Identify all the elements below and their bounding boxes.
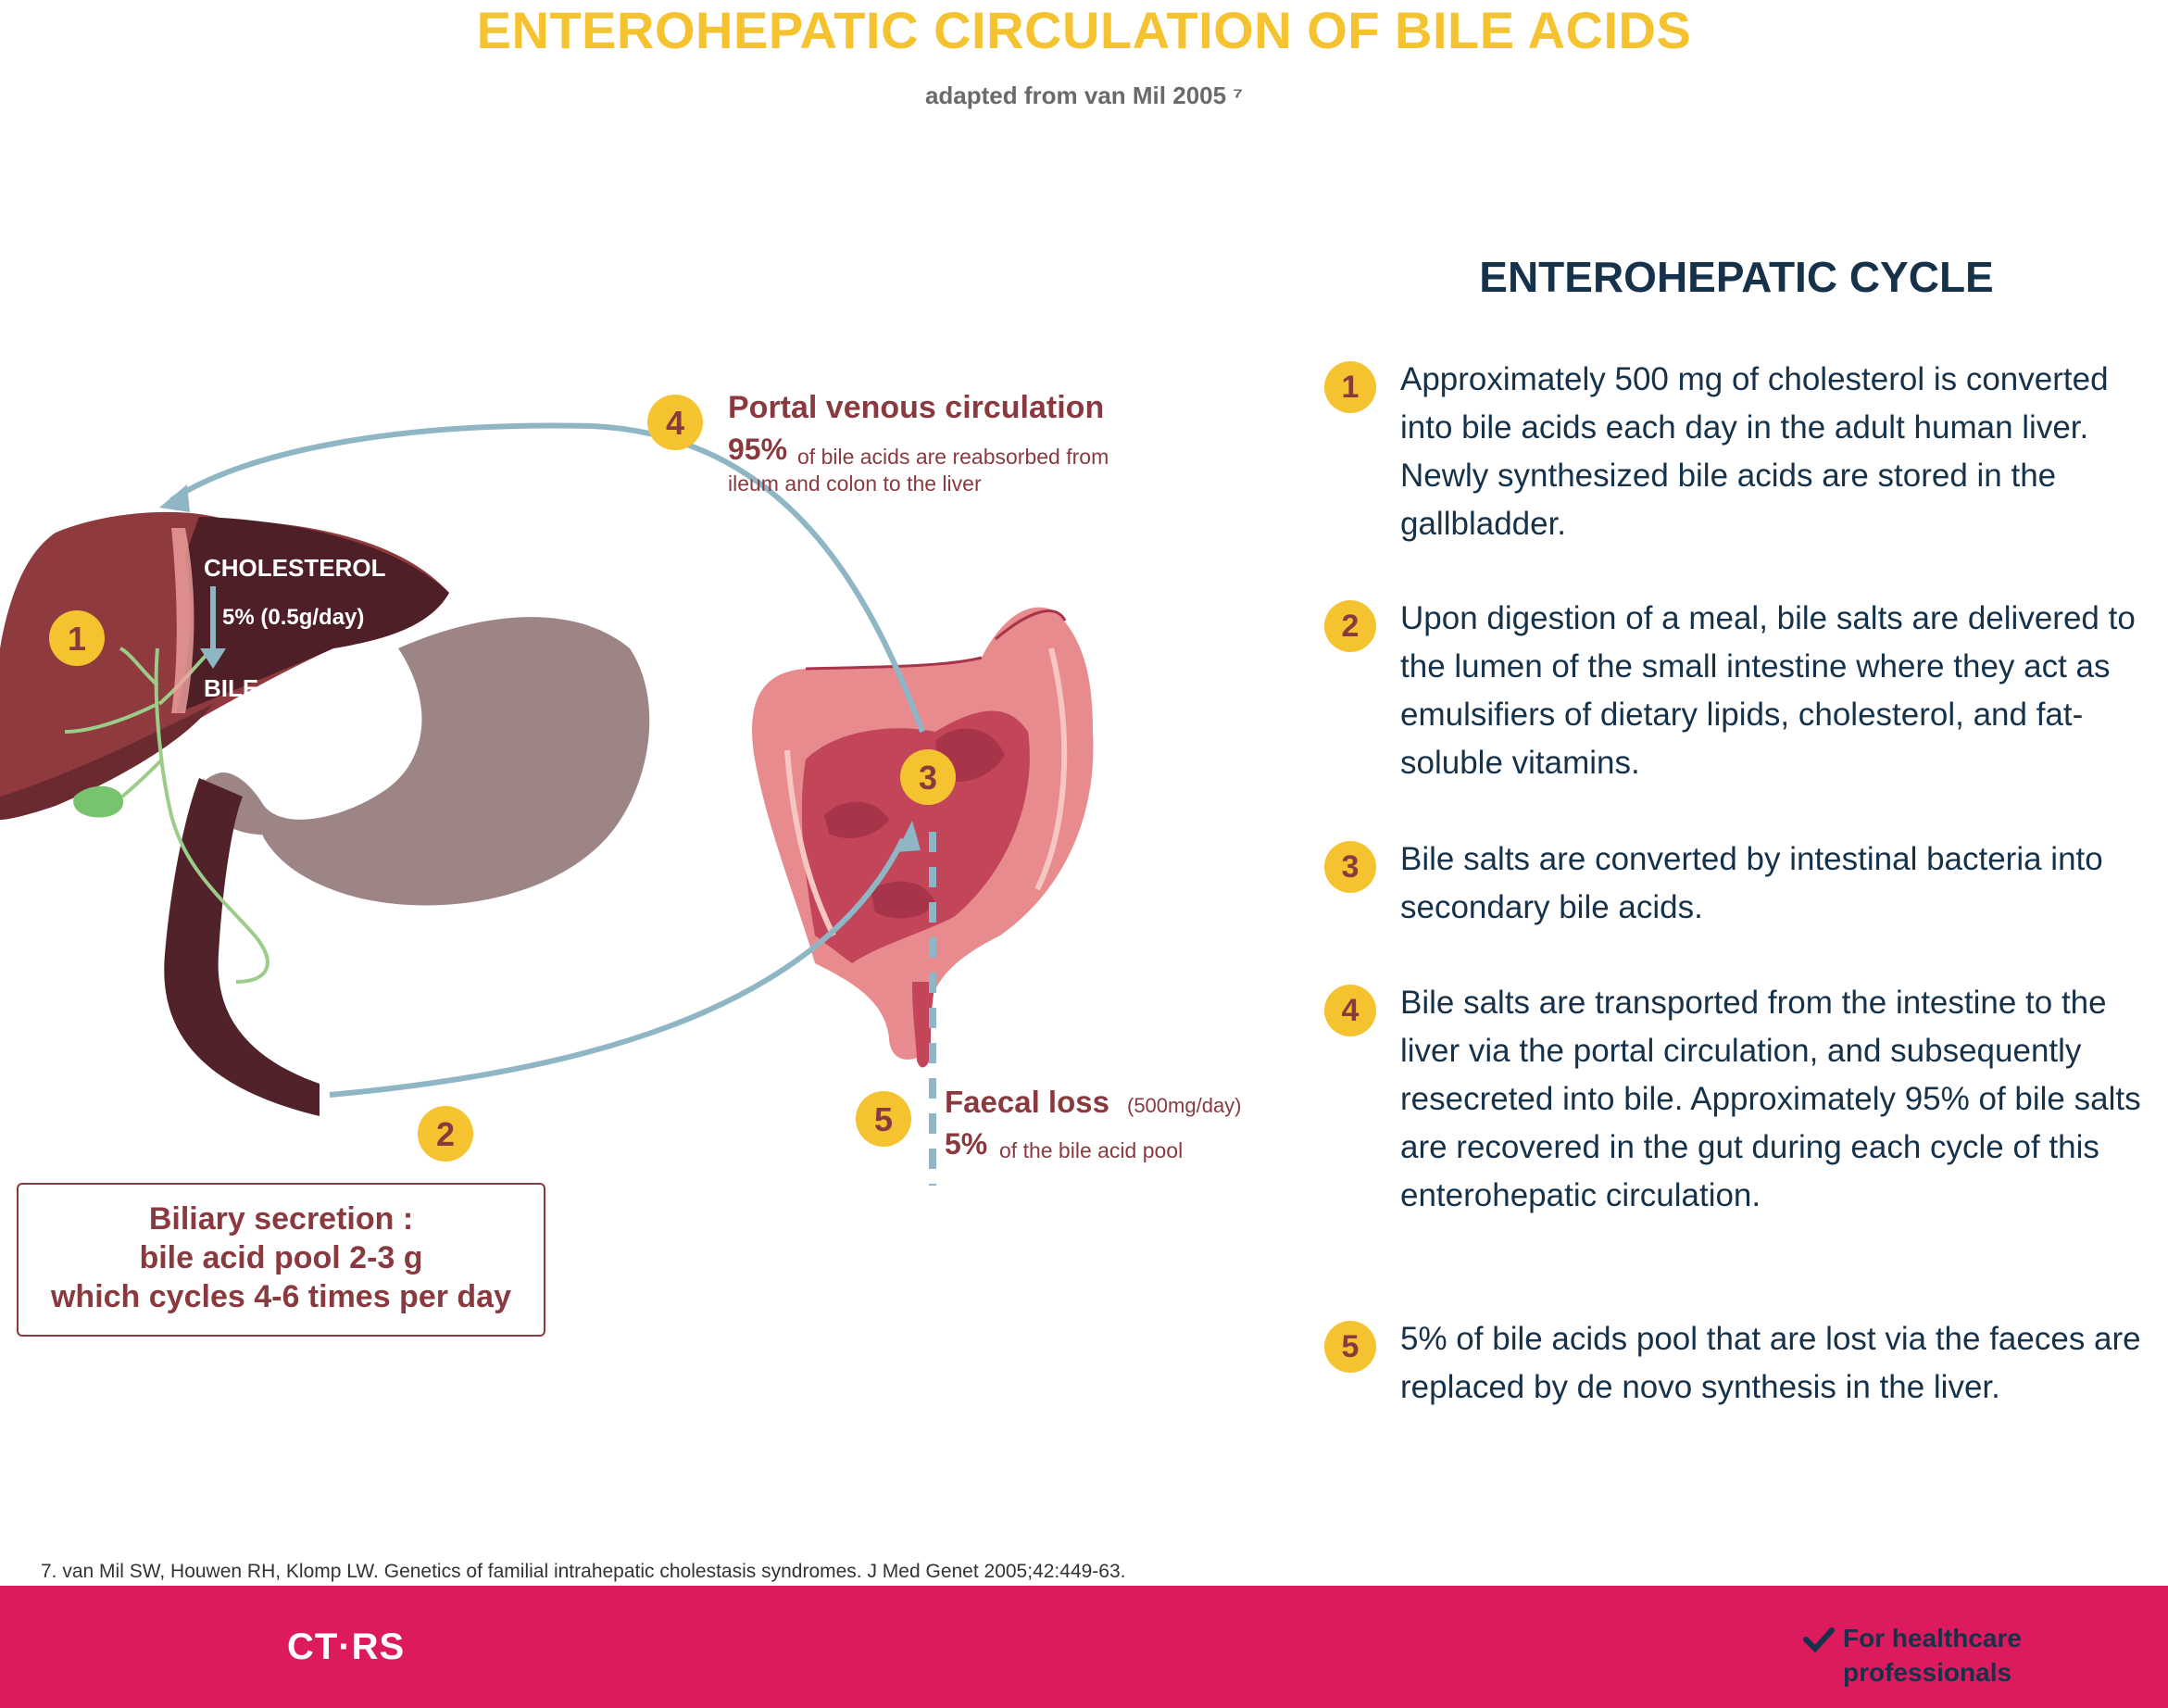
page-title: ENTEROHEPATIC CIRCULATION OF BILE ACIDS	[476, 1, 1692, 59]
portal-description-line1: of bile acids are reabsorbed from	[797, 445, 1109, 469]
audience-line-1: For healthcare	[1843, 1624, 2022, 1652]
faecal-description: of the bile acid pool	[999, 1138, 1183, 1162]
badge-3: 3	[900, 749, 956, 805]
step-number-badge: 3	[1324, 841, 1376, 893]
step-number-badge: 1	[1324, 361, 1376, 413]
step-text: 5% of bile acids pool that are lost via …	[1400, 1321, 2141, 1405]
step-number-badge: 2	[1324, 600, 1376, 652]
badge-1: 1	[49, 610, 105, 666]
svg-text:1: 1	[68, 620, 86, 658]
cycle-step-4: 4 Bile salts are transported from the in…	[1324, 979, 2158, 1220]
badge-4: 4	[647, 395, 703, 450]
audience-note: For healthcare professionals	[1802, 1621, 2022, 1689]
step-text: Bile salts are transported from the inte…	[1400, 985, 2141, 1213]
faecal-percent: 5%	[945, 1127, 987, 1161]
bile-circulation-diagram: CHOLESTEROL 5% (0.5g/day) BILE ACIDS 1 4…	[0, 390, 1242, 1186]
svg-text:2: 2	[436, 1115, 455, 1153]
audience-line-2: professionals	[1843, 1658, 2012, 1687]
step-number-badge: 5	[1324, 1321, 1376, 1373]
svg-text:5: 5	[874, 1100, 893, 1138]
colon-illustration	[752, 607, 1094, 1068]
cholesterol-label: CHOLESTEROL	[204, 554, 386, 582]
secretion-line-3: which cycles 4-6 times per day	[50, 1279, 512, 1314]
duodenum-illustration	[164, 778, 320, 1116]
ctrs-logo: CT·RS	[287, 1626, 406, 1667]
portal-return-arrow	[169, 422, 925, 734]
portal-percent: 95%	[728, 433, 787, 466]
faecal-rate: (500mg/day)	[1127, 1094, 1242, 1117]
cycle-heading: ENTEROHEPATIC CYCLE	[1479, 253, 1994, 301]
footer-bar	[0, 1586, 2168, 1708]
secretion-line-2: bile acid pool 2-3 g	[139, 1240, 423, 1275]
gallbladder-illustration	[73, 785, 124, 818]
secretion-line-1: Biliary secretion :	[148, 1201, 414, 1237]
step-number-badge: 4	[1324, 985, 1376, 1036]
svg-text:4: 4	[666, 404, 684, 442]
cycle-step-5: 5 5% of bile acids pool that are lost vi…	[1324, 1315, 2158, 1412]
cycle-step-3: 3 Bile salts are converted by intestinal…	[1324, 835, 2158, 932]
step-text: Approximately 500 mg of cholesterol is c…	[1400, 361, 2109, 542]
secretion-to-intestine-arrow	[329, 837, 906, 1098]
bile-acids-label: BILE ACIDS	[204, 674, 339, 702]
portal-title: Portal venous circulation	[728, 390, 1104, 425]
biliary-secretion-box: Biliary secretion : bile acid pool 2-3 g…	[17, 1183, 545, 1337]
svg-text:3: 3	[919, 759, 937, 797]
step-text: Bile salts are converted by intestinal b…	[1400, 841, 2103, 925]
badge-2: 2	[418, 1106, 473, 1162]
checkmark-icon	[1803, 1627, 1835, 1653]
badge-5: 5	[856, 1091, 911, 1147]
cycle-step-2: 2 Upon digestion of a meal, bile salts a…	[1324, 595, 2158, 787]
step-text: Upon digestion of a meal, bile salts are…	[1400, 600, 2136, 781]
portal-description-line2: ileum and colon to the liver	[728, 471, 982, 496]
page-subtitle: adapted from van Mil 2005 ⁷	[924, 82, 1244, 109]
faecal-title: Faecal loss	[945, 1085, 1109, 1119]
reference-footnote: 7. van Mil SW, Houwen RH, Klomp LW. Gene…	[41, 1561, 1126, 1582]
stomach-illustration	[197, 617, 650, 906]
conversion-rate-label: 5% (0.5g/day)	[222, 605, 364, 630]
cycle-step-1: 1 Approximately 500 mg of cholesterol is…	[1324, 356, 2158, 548]
